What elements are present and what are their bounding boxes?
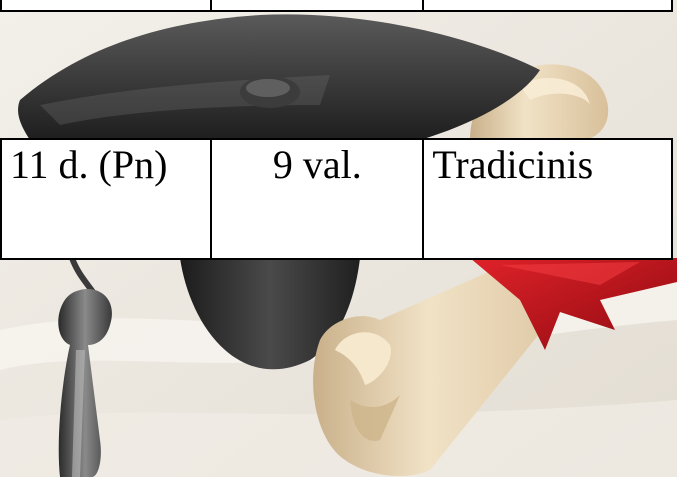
table-cell-date: 11 d. (Pn) xyxy=(0,138,213,260)
tassel xyxy=(58,289,112,477)
table-cell-date-partial xyxy=(0,0,213,12)
mortarboard-skullcap xyxy=(180,258,360,370)
schedule-table: 11 d. (Pn) 9 val. Tradicinis xyxy=(0,138,673,260)
background-swoosh xyxy=(0,280,677,370)
table-cell-time-partial xyxy=(210,0,425,12)
schedule-table-top-partial xyxy=(0,0,673,12)
diploma-ribbon xyxy=(470,258,677,350)
table-cell-time: 9 val. xyxy=(210,138,425,260)
table-cell-type-partial xyxy=(422,0,673,12)
table-cell-type: Tradicinis xyxy=(422,138,673,260)
table-row: 11 d. (Pn) 9 val. Tradicinis xyxy=(0,138,673,260)
table-row-partial xyxy=(0,0,673,12)
